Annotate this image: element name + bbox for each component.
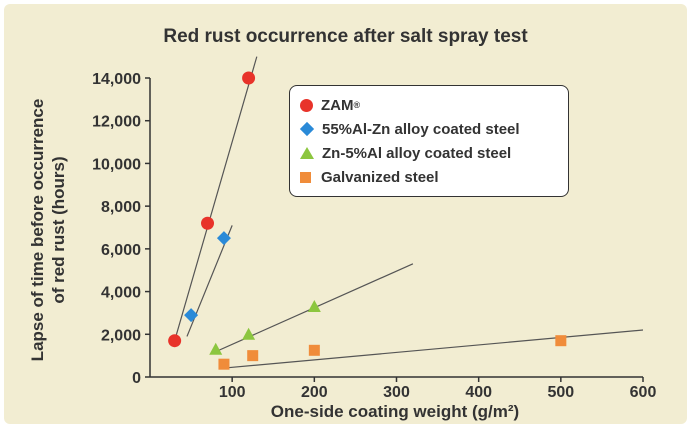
data-point-square [308, 344, 320, 356]
data-point-square [247, 350, 259, 362]
y-tick-label: 2,000 [101, 327, 141, 344]
trend-line-series-0 [174, 56, 258, 341]
chart-background [4, 4, 687, 424]
data-point-triangle [307, 300, 321, 313]
y-tick-label: 8,000 [101, 199, 141, 216]
legend-item-galvanized: Galvanized steel [300, 165, 558, 189]
data-point-circle [168, 334, 182, 348]
data-point-diamond [184, 308, 199, 323]
legend-item-zn-5al: Zn-5%Al alloy coated steel [300, 141, 558, 165]
y-tick-label: 10,000 [92, 156, 141, 173]
legend-marker-galvanized [300, 171, 311, 183]
chart-title: Red rust occurrence after salt spray tes… [163, 26, 528, 47]
y-tick-label: 6,000 [101, 242, 141, 259]
x-axis-label: One-side coating weight (g/m²) [270, 402, 520, 421]
legend-marker-zn-5al [300, 147, 314, 159]
x-tick-label: 200 [301, 384, 328, 401]
legend-marker-zam [300, 98, 313, 112]
x-tick-label: 600 [630, 384, 657, 401]
y-tick-label: 12,000 [92, 114, 141, 131]
data-point-diamond [216, 231, 231, 246]
x-tick-label: 300 [383, 384, 410, 401]
y-tick-label: 4,000 [101, 285, 141, 302]
legend-label-zam: ZAM [321, 96, 354, 114]
y-tick-label: 0 [132, 370, 141, 387]
data-point-triangle [209, 342, 223, 355]
legend-item-zam: ZAM® [300, 93, 558, 117]
data-point-circle [201, 216, 215, 230]
data-point-circle [242, 71, 256, 85]
legend-label-55al-zn: 55%Al-Zn alloy coated steel [322, 120, 520, 138]
x-tick-label: 400 [465, 384, 492, 401]
legend: ZAM® 55%Al-Zn alloy coated steel Zn-5%Al… [289, 85, 569, 197]
x-tick-label: 500 [547, 384, 574, 401]
legend-label-zn-5al: Zn-5%Al alloy coated steel [322, 144, 512, 162]
x-tick-label: 100 [219, 384, 246, 401]
y-tick-label: 14,000 [92, 71, 141, 88]
legend-label-galvanized: Galvanized steel [321, 168, 439, 186]
legend-label-zam-sup: ® [353, 100, 361, 110]
data-point-square [555, 335, 567, 347]
legend-item-55al-zn: 55%Al-Zn alloy coated steel [299, 117, 558, 141]
trend-line-series-3 [219, 329, 644, 370]
legend-marker-55al-zn [299, 121, 315, 137]
data-point-square [218, 358, 230, 370]
data-point-triangle [242, 327, 256, 340]
